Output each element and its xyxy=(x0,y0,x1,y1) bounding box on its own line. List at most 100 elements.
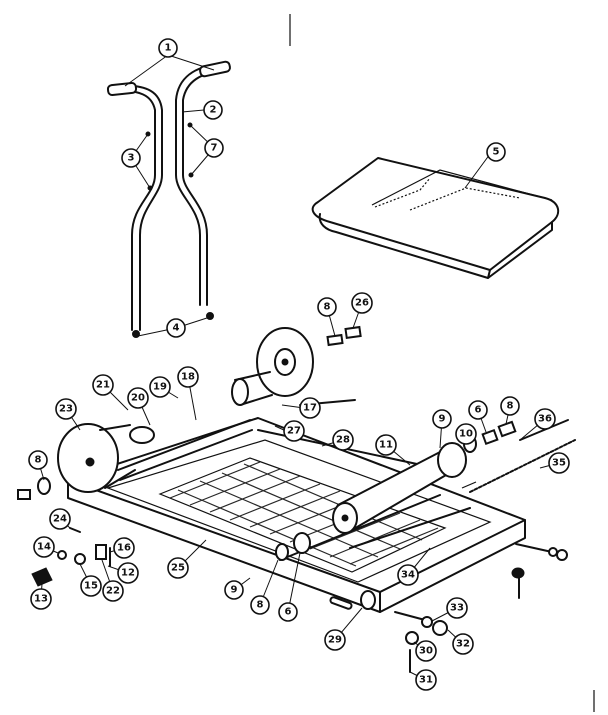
callout-label: 36 xyxy=(538,414,552,425)
callout-circle xyxy=(92,374,114,396)
callout-label: 35 xyxy=(552,458,566,469)
callout-circle xyxy=(452,633,474,655)
callout-36: 36 xyxy=(534,408,556,430)
callout-9a: 9 xyxy=(432,409,452,429)
callout-label: 15 xyxy=(84,581,98,592)
callout-8d: 8 xyxy=(250,595,270,615)
callout-27: 27 xyxy=(283,420,305,442)
callout-9b: 9 xyxy=(224,580,244,600)
callout-label: 10 xyxy=(459,429,473,440)
callout-circle xyxy=(397,564,419,586)
callout-label: 5 xyxy=(493,147,500,158)
callout-circle xyxy=(149,376,171,398)
callout-circle xyxy=(204,138,224,158)
callout-label: 12 xyxy=(121,568,135,579)
callout-15: 15 xyxy=(80,575,102,597)
callout-circle xyxy=(455,423,477,445)
callout-33: 33 xyxy=(446,597,468,619)
callout-circle xyxy=(203,100,223,120)
callout-circle xyxy=(299,397,321,419)
callout-circle xyxy=(102,580,124,602)
callout-24: 24 xyxy=(49,508,71,530)
callout-8a: 8 xyxy=(317,297,337,317)
callout-label: 23 xyxy=(59,404,73,415)
callout-label: 11 xyxy=(379,440,393,451)
callout-label: 28 xyxy=(336,435,350,446)
callout-11: 11 xyxy=(375,434,397,456)
callout-label: 30 xyxy=(419,646,433,657)
callout-label: 9 xyxy=(231,585,238,596)
callout-circle xyxy=(324,629,346,651)
callout-label: 8 xyxy=(257,600,264,611)
callout-circle xyxy=(121,148,141,168)
callout-label: 8 xyxy=(324,302,331,313)
callout-label: 26 xyxy=(355,298,369,309)
callout-circle xyxy=(250,595,270,615)
callout-label: 3 xyxy=(128,153,135,164)
callout-16: 16 xyxy=(113,537,135,559)
callout-circle xyxy=(33,536,55,558)
callout-circle xyxy=(224,580,244,600)
callout-circle xyxy=(432,409,452,429)
callout-label: 34 xyxy=(401,570,415,581)
main-frame xyxy=(57,417,526,613)
callout-label: 16 xyxy=(117,543,131,554)
callout-4: 4 xyxy=(166,318,186,338)
callout-21: 21 xyxy=(92,374,114,396)
callout-35: 35 xyxy=(548,452,570,474)
callout-circle xyxy=(415,640,437,662)
callout-34: 34 xyxy=(397,564,419,586)
callout-circle xyxy=(278,602,298,622)
callout-30: 30 xyxy=(415,640,437,662)
callout-label: 9 xyxy=(439,414,446,425)
callout-23: 23 xyxy=(55,398,77,420)
callout-13: 13 xyxy=(30,588,52,610)
callout-circle xyxy=(127,387,149,409)
front-pulley-assembly xyxy=(231,325,362,406)
callout-label: 6 xyxy=(285,607,292,618)
callout-circle xyxy=(317,297,337,317)
callout-18: 18 xyxy=(177,366,199,388)
callout-1: 1 xyxy=(158,38,178,58)
callout-label: 24 xyxy=(53,514,67,525)
callout-22: 22 xyxy=(102,580,124,602)
callout-label: 22 xyxy=(106,586,120,597)
callout-label: 8 xyxy=(507,401,514,412)
callout-label: 13 xyxy=(34,594,48,605)
callout-label: 32 xyxy=(456,639,470,650)
callout-2: 2 xyxy=(203,100,223,120)
callout-5: 5 xyxy=(486,142,506,162)
treadmill-belt xyxy=(311,157,560,279)
callout-12: 12 xyxy=(117,562,139,584)
callout-label: 19 xyxy=(153,382,167,393)
callout-label: 21 xyxy=(96,380,110,391)
callout-label: 1 xyxy=(165,43,172,54)
callout-19: 19 xyxy=(149,376,171,398)
callout-label: 18 xyxy=(181,372,195,383)
callout-label: 29 xyxy=(328,635,342,646)
callout-8b: 8 xyxy=(500,396,520,416)
callout-32: 32 xyxy=(452,633,474,655)
callout-label: 14 xyxy=(37,542,51,553)
callout-circle xyxy=(167,557,189,579)
callout-circle xyxy=(49,508,71,530)
callout-circle xyxy=(30,588,52,610)
callout-28: 28 xyxy=(332,429,354,451)
callout-29: 29 xyxy=(324,629,346,651)
callout-circle xyxy=(117,562,139,584)
callout-circle xyxy=(283,420,305,442)
callout-circle xyxy=(446,597,468,619)
callout-25: 25 xyxy=(167,557,189,579)
callout-circle xyxy=(548,452,570,474)
callout-7: 7 xyxy=(204,138,224,158)
callout-10: 10 xyxy=(455,423,477,445)
callout-label: 17 xyxy=(303,403,317,414)
callout-label: 4 xyxy=(173,323,180,334)
callout-circle xyxy=(177,366,199,388)
callout-circle xyxy=(80,575,102,597)
callout-14: 14 xyxy=(33,536,55,558)
callout-31: 31 xyxy=(415,669,437,691)
callout-circle xyxy=(375,434,397,456)
callout-label: 6 xyxy=(475,405,482,416)
